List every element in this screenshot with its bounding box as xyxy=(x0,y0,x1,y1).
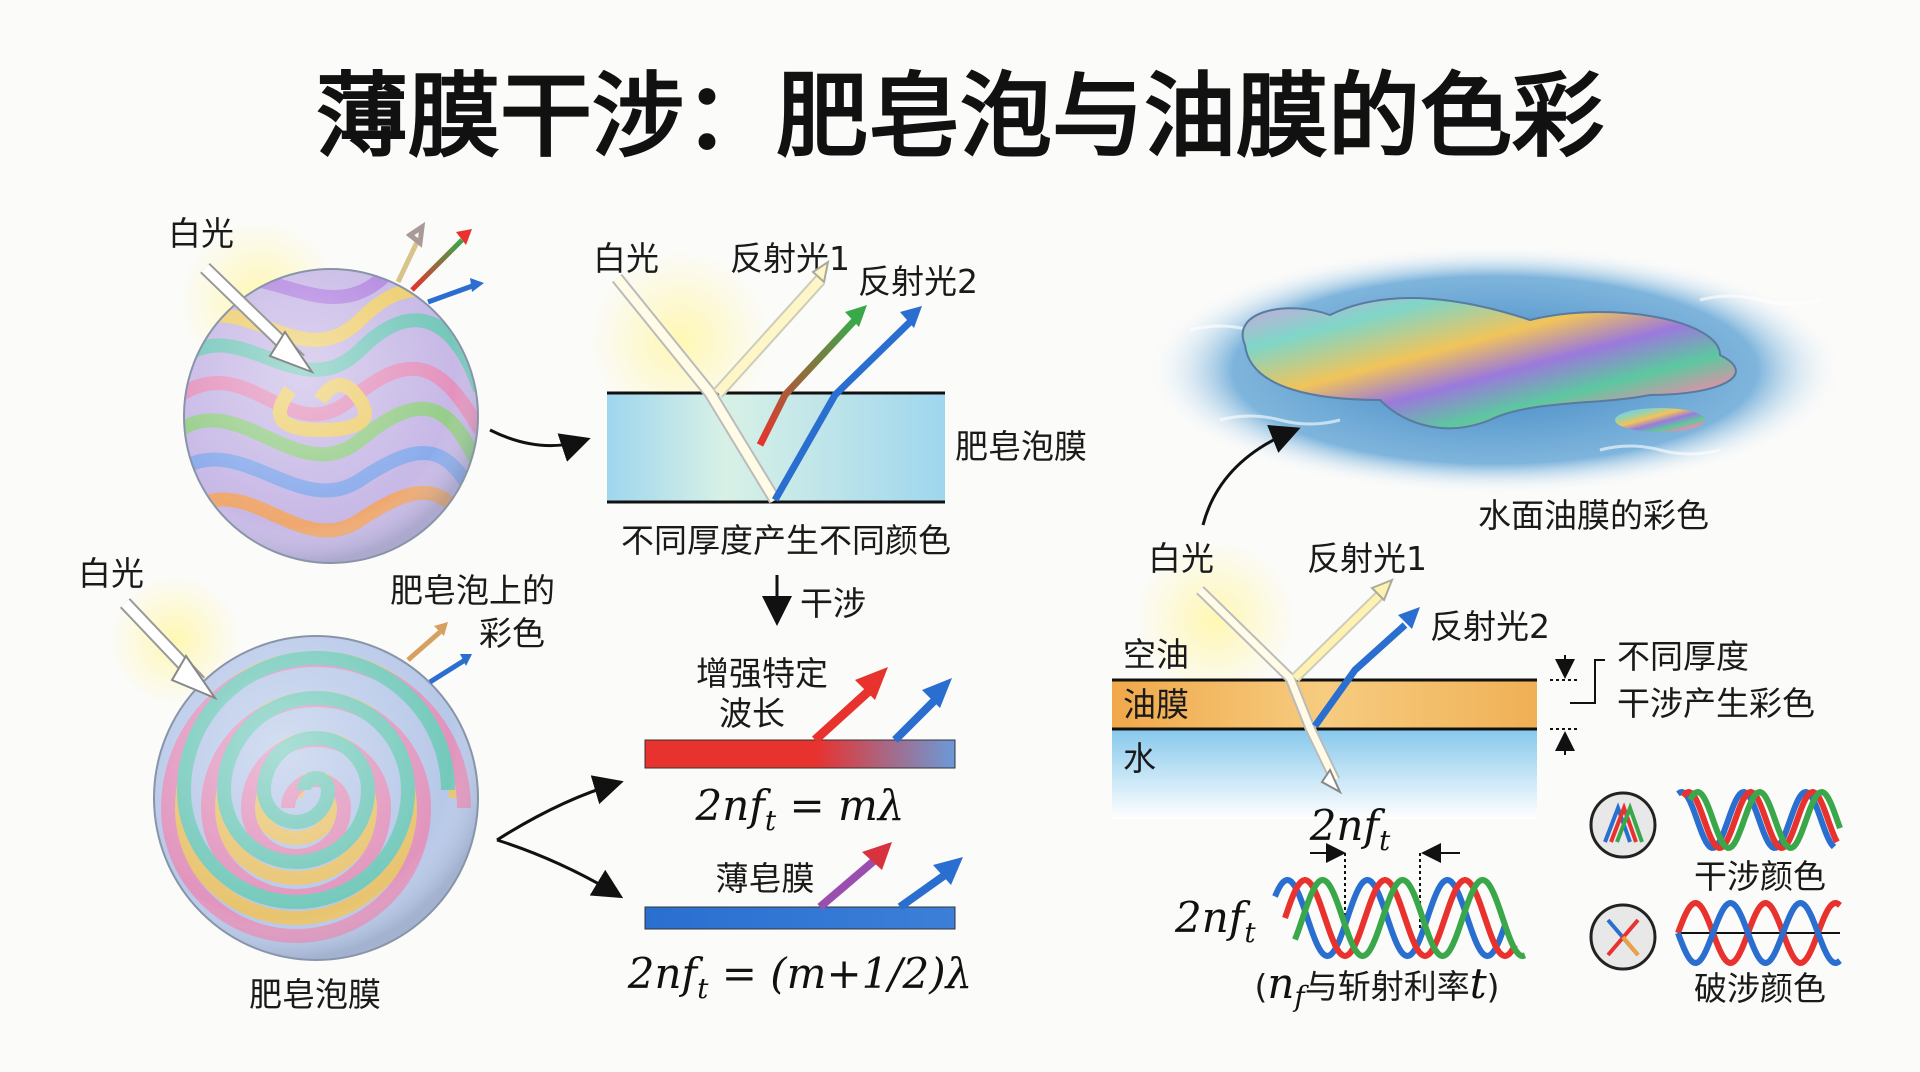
constructive-legend-icon xyxy=(1589,791,1657,859)
path-difference-left-label: 2nft xyxy=(1174,893,1256,949)
legend-destructive-label: 破涉颜色 xyxy=(1694,969,1826,1008)
destructive-legend-wave xyxy=(1675,899,1842,967)
light-glow xyxy=(1135,540,1295,700)
wave-green xyxy=(1687,788,1843,851)
reflected-rays-icon xyxy=(395,221,484,305)
layer-air-label: 空油 xyxy=(1123,635,1189,674)
path-difference-top-label: 2nft xyxy=(1309,801,1391,857)
oil-film-cross-section xyxy=(1112,678,1537,819)
bubble-to-film-arrow-icon xyxy=(489,428,591,462)
constructive-label-line2: 波长 xyxy=(719,694,785,733)
path-difference-markers-icon xyxy=(1310,843,1460,930)
bubble-bottom-white-light-label: 白光 xyxy=(78,554,144,593)
legend-constructive-label: 干涉颜色 xyxy=(1694,857,1826,896)
film-white-light-label: 白光 xyxy=(593,239,659,278)
soap-bubble-bottom xyxy=(153,635,479,961)
wave-red xyxy=(1282,876,1518,960)
film-reflected-2-label: 反射光2 xyxy=(858,262,978,301)
soap-film-label: 肥皂泡膜 xyxy=(955,427,1087,466)
incident-light-arrow-icon xyxy=(200,262,315,375)
wave-blue xyxy=(1675,899,1842,967)
oil-reflected-1-label: 反射光1 xyxy=(1307,539,1427,578)
thickness-bracket-icon xyxy=(1550,655,1605,755)
layer-oil-label: 油膜 xyxy=(1123,685,1189,724)
interfering-waves xyxy=(1272,876,1526,960)
destructive-bar xyxy=(644,842,963,930)
constructive-label-line1: 增强特定 xyxy=(696,654,828,693)
bubble-color-label-line2: 彩色 xyxy=(479,614,545,653)
reflected-rays-icon xyxy=(406,622,472,685)
oil-white-light-label: 白光 xyxy=(1148,539,1214,578)
puddle-caption: 水面油膜的彩色 xyxy=(1478,496,1709,535)
film-reflected-1-label: 反射光1 xyxy=(730,239,850,278)
page-title: 薄膜干涉：肥皂泡与油膜的色彩 xyxy=(316,63,1604,170)
destructive-legend-icon xyxy=(1589,903,1657,971)
thickness-label-line2: 干涉产生彩色 xyxy=(1617,684,1815,723)
interference-label: 干涉 xyxy=(800,584,866,623)
constructive-formula: 2nft = mλ xyxy=(695,781,905,837)
bubble-top-white-light-label: 白光 xyxy=(168,214,234,253)
layer-water-label: 水 xyxy=(1123,739,1156,778)
destructive-formula: 2nft = (m+1/2)λ xyxy=(627,949,973,1005)
wave-blue xyxy=(1272,876,1508,960)
thickness-label-line1: 不同厚度 xyxy=(1617,637,1749,676)
oil-light-paths xyxy=(1196,578,1420,795)
slick-to-diagram-arrow-icon xyxy=(1201,424,1301,526)
wave-green xyxy=(1292,876,1526,960)
thin-film-label: 薄皂膜 xyxy=(716,859,815,898)
oil-slick-illustration xyxy=(1145,245,1845,495)
constructive-legend-wave xyxy=(1676,788,1843,851)
bubble-film-label: 肥皂泡膜 xyxy=(249,975,381,1014)
wave-red xyxy=(1680,788,1840,851)
constructive-bar xyxy=(644,667,956,769)
film-caption: 不同厚度产生不同颜色 xyxy=(621,521,951,560)
wave-caption: (nf与斩射利率t) xyxy=(1254,959,1499,1013)
branch-arrows-icon xyxy=(496,775,624,899)
wave-red xyxy=(1675,899,1842,967)
oil-reflected-2-label: 反射光2 xyxy=(1430,607,1550,646)
film-light-paths xyxy=(611,259,922,504)
light-glow xyxy=(110,575,240,705)
incident-light-arrow-icon xyxy=(119,598,218,701)
soap-bubble-top xyxy=(183,268,479,564)
bubble-color-label-line1: 肥皂泡上的 xyxy=(390,571,555,610)
